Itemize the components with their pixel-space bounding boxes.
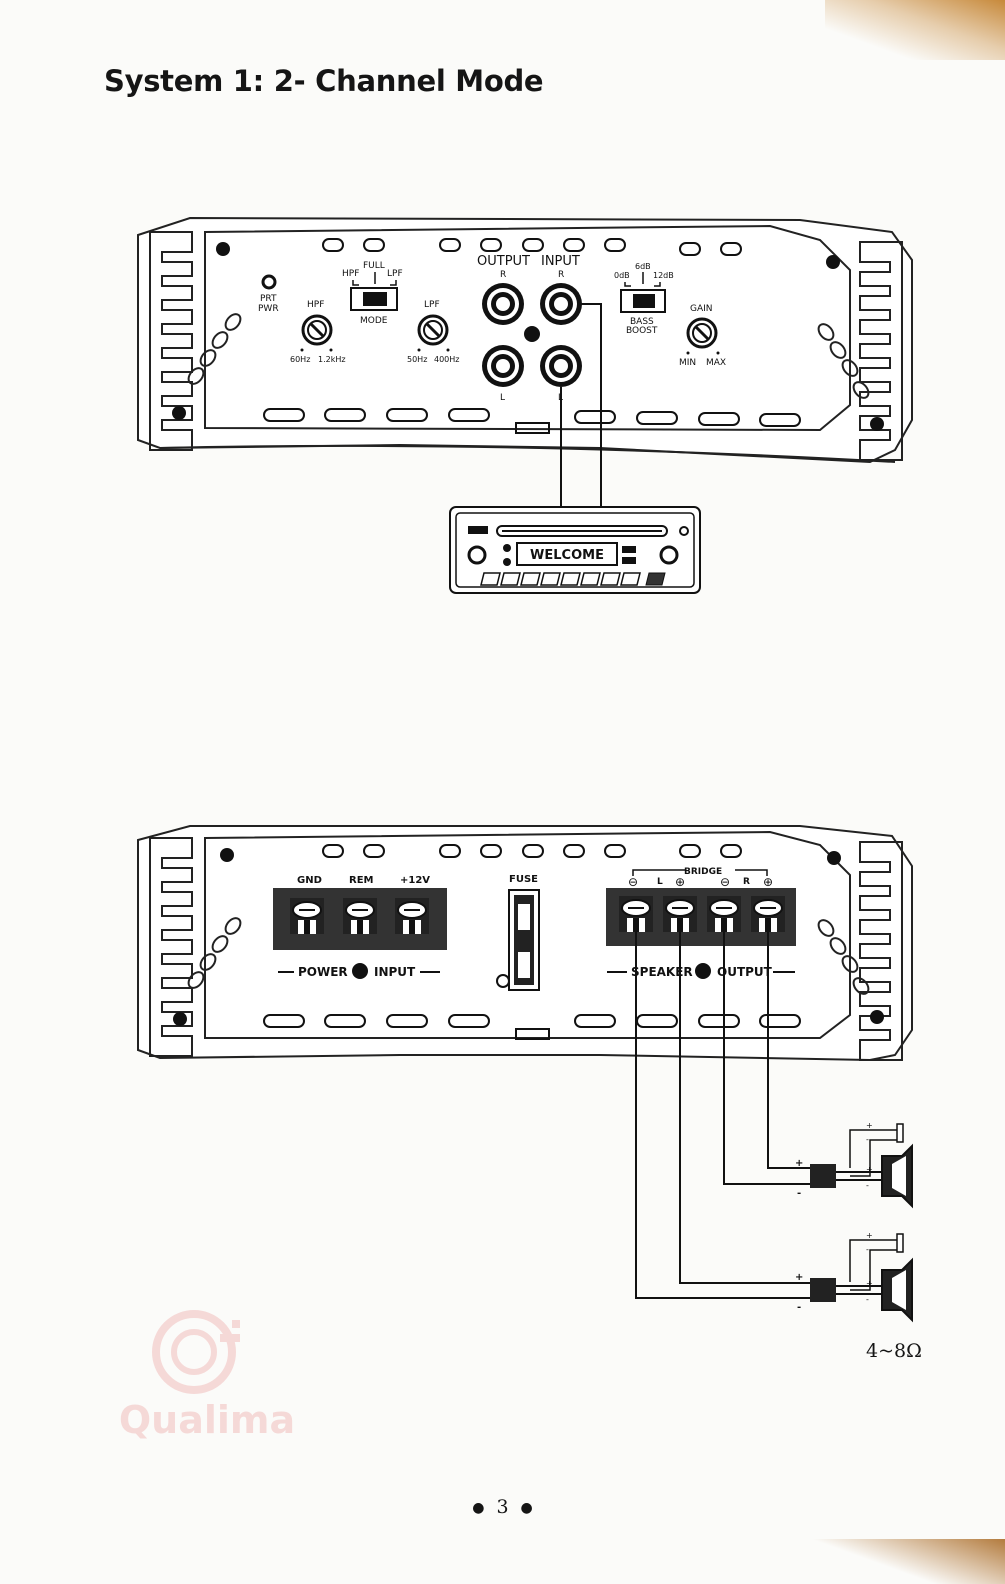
pwr-label: PWR [258, 304, 279, 314]
output-r-rca-jack[interactable] [482, 283, 524, 325]
fuse-label: FUSE [509, 874, 538, 885]
hpf-min-label: 60Hz [290, 355, 310, 364]
speaker-r-label: R [743, 877, 750, 887]
hpf-max-label: 1.2kHz [318, 355, 346, 364]
gnd-terminal[interactable] [290, 898, 324, 934]
right-plus-icon: ⊕ [763, 875, 773, 889]
input-r-rca-jack[interactable] [540, 283, 582, 325]
fuse-screw-icon [497, 975, 509, 987]
watermark: Qualima [112, 1300, 302, 1460]
boost-label: BOOST [626, 326, 658, 336]
speaker-right: + - + - + - [795, 1121, 912, 1206]
mode-full-label: FULL [363, 261, 385, 271]
ground-screw-icon [524, 326, 540, 342]
speaker-right-minus-label: - [797, 1188, 801, 1199]
gain-knob[interactable] [688, 319, 716, 347]
speaker-left-minus-label: - [797, 1302, 801, 1313]
speaker-left-tweeter-minus: - [866, 1245, 869, 1254]
bottom-amplifier: GND REM +12V POWER INPUT FUSE BRIDGE ⊖ L… [138, 826, 912, 1060]
page-number: ● 3 ● [0, 1496, 1005, 1518]
speaker-right-woofer-plus: + [866, 1165, 873, 1174]
watermark-text: Qualima [112, 1398, 302, 1442]
lpf-knob[interactable] [419, 316, 447, 344]
power-label: POWER [298, 965, 348, 979]
speaker-right-plus-label: + [795, 1158, 803, 1169]
speaker-l-label: L [657, 877, 663, 887]
left-minus-icon: ⊖ [628, 875, 638, 889]
gain-label: GAIN [690, 304, 713, 314]
speaker-right-tweeter-plus: + [866, 1121, 873, 1130]
lpf-min-label: 50Hz [407, 355, 427, 364]
page-number-value: 3 [496, 1496, 508, 1518]
left-minus-terminal[interactable] [619, 896, 653, 932]
right-minus-terminal[interactable] [707, 896, 741, 932]
right-plus-terminal[interactable] [751, 896, 785, 932]
output-l-label: L [500, 393, 505, 403]
output-label-2: OUTPUT [717, 965, 773, 979]
speaker-label: SPEAKER [631, 965, 693, 979]
speaker-left-woofer-minus: - [866, 1295, 869, 1304]
output-r-label: R [500, 270, 506, 280]
hpf-knob[interactable] [303, 316, 331, 344]
tune-knob[interactable] [661, 547, 677, 563]
bass-0db-label: 0dB [614, 271, 630, 280]
power-input-label: INPUT [374, 965, 416, 979]
speaker-left: + - + - + - [795, 1231, 912, 1320]
top-amplifier: PRT PWR HPF 60Hz 1.2kHz HPF FULL LPF MOD… [138, 218, 912, 462]
watermark-logo-icon [112, 1300, 302, 1400]
page-number-bullet-right: ● [521, 1500, 533, 1516]
volume-knob[interactable] [469, 547, 485, 563]
bridge-label: BRIDGE [684, 867, 722, 877]
display-text: WELCOME [530, 548, 604, 563]
gain-max-label: MAX [706, 358, 726, 368]
gnd-label: GND [297, 875, 322, 886]
impedance-label: 4~8Ω [866, 1340, 922, 1362]
input-label: INPUT [541, 254, 580, 269]
speaker-right-woofer-minus: - [866, 1181, 869, 1190]
output-l-rca-jack[interactable] [482, 345, 524, 387]
speaker-left-tweeter-plus: + [866, 1231, 873, 1240]
hpf-knob-label: HPF [307, 300, 324, 310]
bass-6db-label: 6dB [635, 262, 651, 271]
left-plus-terminal[interactable] [663, 896, 697, 932]
speaker-left-plus-label: + [795, 1272, 803, 1283]
page-number-bullet-left: ● [472, 1500, 484, 1516]
prt-label: PRT [260, 294, 277, 304]
right-minus-icon: ⊖ [720, 875, 730, 889]
speaker-ground-screw-icon [695, 963, 711, 979]
lpf-max-label: 400Hz [434, 355, 459, 364]
output-label: OUTPUT [477, 254, 530, 269]
mode-label: MODE [360, 316, 388, 326]
head-unit: WELCOME [450, 507, 700, 593]
input-r-label: R [558, 270, 564, 280]
rem-terminal[interactable] [343, 898, 377, 934]
speaker-left-woofer-plus: + [866, 1279, 873, 1288]
rem-label: REM [349, 875, 374, 886]
gain-min-label: MIN [679, 358, 696, 368]
speaker-right-tweeter-minus: - [866, 1135, 869, 1144]
v12-label: +12V [400, 875, 430, 886]
bass-12db-label: 12dB [653, 271, 674, 280]
power-ground-screw-icon [352, 963, 368, 979]
lpf-knob-label: LPF [424, 300, 440, 310]
mode-hpf-label: HPF [342, 269, 359, 279]
v12-terminal[interactable] [395, 898, 429, 934]
left-plus-icon: ⊕ [675, 875, 685, 889]
eject-button[interactable] [468, 526, 488, 534]
mode-lpf-label: LPF [387, 269, 403, 279]
input-l-rca-jack[interactable] [540, 345, 582, 387]
